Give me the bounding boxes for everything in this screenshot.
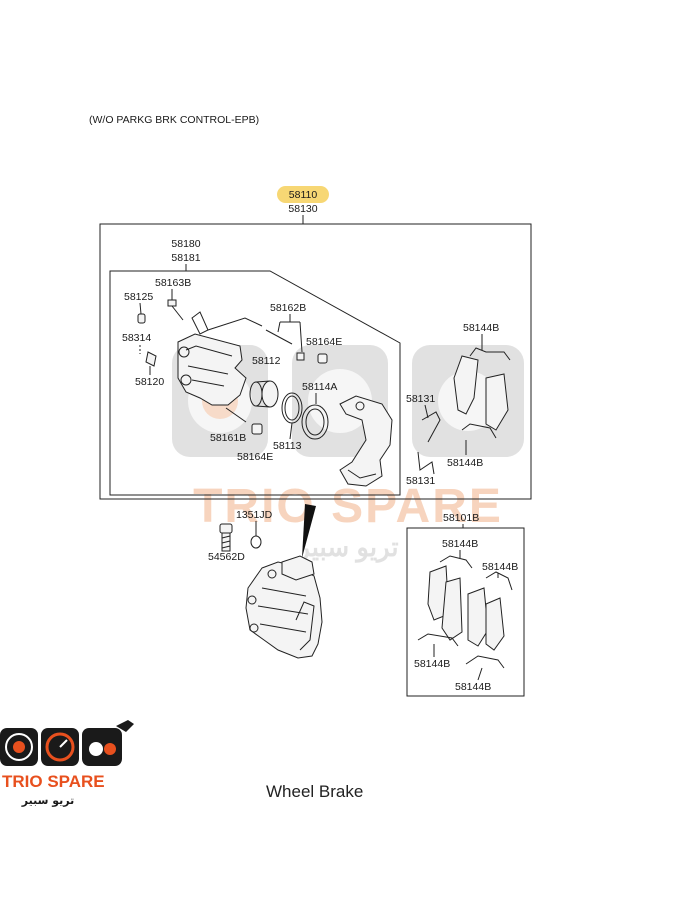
boot-58164e-2[interactable] [251,423,263,435]
pad-clip-58131[interactable] [417,411,441,475]
label-58125[interactable]: 58125 [124,291,153,303]
highlight-badge [277,186,329,203]
dust-boot[interactable] [301,404,329,440]
label-58113[interactable]: 58113 [273,440,302,452]
leader-58131-1 [424,404,429,419]
label-58131-1[interactable]: 58131 [406,393,435,405]
label-58110[interactable]: 58110 [289,189,318,201]
label-58180[interactable]: 58180 [171,238,200,250]
logo-name: TRIO SPARE [2,772,105,791]
label-58114a[interactable]: 58114A [302,381,337,393]
logo-wrench-icon [116,720,134,732]
label-58144b-kit-3[interactable]: 58144B [414,658,450,670]
label-58144b-kit-4[interactable]: 58144B [455,681,491,693]
label-58101b[interactable]: 58101B [443,512,479,524]
washer-1351jd[interactable] [250,535,262,549]
logo-brake-disc-icon [5,733,33,761]
watermark-name: TRIO SPARE [193,480,503,533]
label-58112[interactable]: 58112 [252,355,281,367]
label-58144b-mid[interactable]: 58144B [447,457,483,469]
bolt-58163b[interactable] [167,299,184,321]
pad-kit-frame [406,527,525,697]
guide-rod-58161b[interactable] [225,407,247,423]
label-58161b[interactable]: 58161B [210,432,246,444]
label-58314[interactable]: 58314 [122,332,151,344]
leader-58125 [139,302,142,315]
caliper-assembly-complete[interactable] [245,555,323,659]
label-1351jd[interactable]: 1351JD [236,509,273,521]
label-58144b-top[interactable]: 58144B [463,322,499,334]
label-58130[interactable]: 58130 [288,203,317,215]
leader-58144b-kit-4 [477,667,483,681]
bleeder-screw-58120[interactable] [145,351,157,367]
trio-spare-logo: TRIO SPARE تريو سبير [0,720,134,807]
piston[interactable] [249,380,279,408]
label-58131-2[interactable]: 58131 [406,475,435,487]
label-58144b-kit-2[interactable]: 58144B [482,561,518,573]
guide-rod-58162b[interactable] [265,329,305,361]
pad-set-top[interactable] [453,347,511,439]
variant-note: (W/O PARKG BRK CONTROL-EPB) [89,114,259,126]
boot-58164e[interactable] [317,353,328,364]
caliper-bracket[interactable] [339,395,393,487]
label-58164e-2[interactable]: 58164E [237,451,273,463]
leader-58162b [277,314,303,353]
bolt-54562d[interactable] [219,523,233,552]
assembly-frame [99,223,532,500]
leader-58113 [289,422,293,440]
logo-engine-icon [89,742,103,756]
caliper-housing[interactable] [177,311,263,406]
label-58144b-kit-1[interactable]: 58144B [442,538,478,550]
label-54562d[interactable]: 54562D [208,551,245,563]
caliper-subframe [109,270,401,496]
pad-kit-pads[interactable] [417,555,513,669]
label-58120[interactable]: 58120 [135,376,164,388]
label-58163b[interactable]: 58163B [155,277,191,289]
logo-gauge-icon [45,732,75,762]
bleeder-58125[interactable] [137,313,146,324]
watermark-arabic: تريو سبير [295,532,398,563]
diagram-caption: Wheel Brake [266,782,364,801]
pointer-arrow [302,504,316,558]
label-58164e[interactable]: 58164E [306,336,342,348]
logo-arabic: تريو سبير [21,794,74,807]
label-58162b[interactable]: 58162B [270,302,306,314]
label-58181[interactable]: 58181 [171,252,200,264]
